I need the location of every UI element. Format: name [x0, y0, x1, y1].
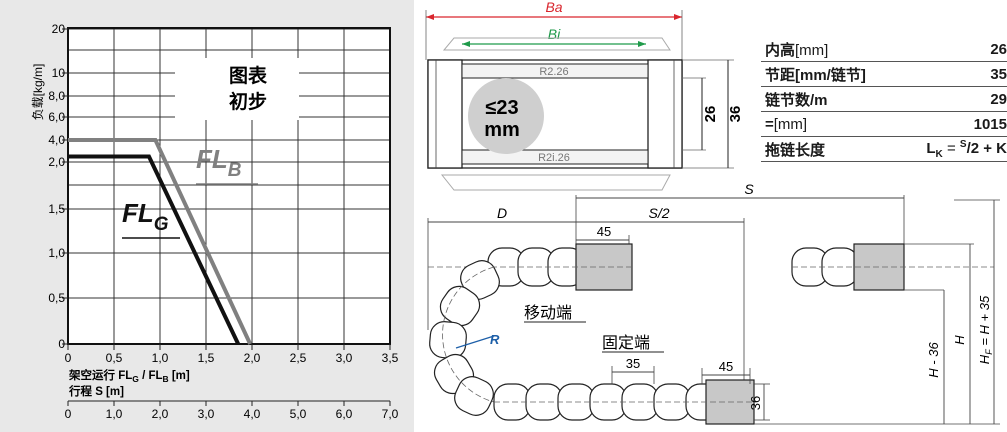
series-group: [68, 138, 252, 345]
x-tick-label: 0,5: [106, 351, 123, 365]
lower-chain-run: [493, 379, 755, 425]
cross-section-view: Ba Bi R2.26 R2i.26 ≤23 mm 26 36: [425, 0, 744, 191]
grid: [67, 27, 391, 345]
series-label-fl-g: FLG: [122, 198, 180, 239]
radius-line: [455, 335, 495, 349]
x2-tick-label: 0: [65, 407, 72, 421]
x-tick-label: 1,0: [152, 351, 169, 365]
x-axis-label-secondary: 行程 S [m]: [68, 384, 124, 398]
x2-tick-label: 2,0: [152, 407, 169, 421]
x2-tick-label: 7,0: [382, 407, 399, 421]
spec-table: 内高[mm] 26 节距[mm/链节] 35 链节数/m 29 =[mm] 10…: [761, 37, 1007, 162]
r-bottom-label: R2i.26: [538, 152, 570, 164]
series-line-fl-g: [68, 154, 241, 345]
plot-border: [67, 27, 391, 345]
chain-bend: [429, 260, 500, 416]
ba-label: Ba: [545, 0, 562, 15]
series-line-fl-b: [68, 138, 252, 345]
dim-36: 36: [748, 396, 763, 410]
title-box: [175, 58, 299, 120]
dim-s-half: S/2: [648, 205, 669, 221]
spec-row-k: =[mm] 1015: [761, 111, 1007, 137]
y-tick-label: 4,0: [48, 133, 65, 147]
chart-title-line-2: 初步: [229, 90, 267, 113]
x2-tick-label: 6,0: [336, 407, 353, 421]
spec-row-inner-height: 内高[mm] 26: [761, 37, 1007, 62]
x-tick-label: 2,0: [244, 351, 261, 365]
y-tick-label: 1,0: [48, 246, 65, 260]
spec-row-pitch: 节距[mm/链节] 35: [761, 61, 1007, 87]
chain-length-formula: LK = S/2 + K: [897, 136, 1007, 162]
chain-diagrams: Ba Bi R2.26 R2i.26 ≤23 mm 26 36: [425, 0, 1000, 425]
x-tick-label: 3,0: [336, 351, 353, 365]
x-axis-label-primary: 架空运行 FLG / FLB [m]: [68, 368, 190, 384]
x-tick-label: 1,5: [198, 351, 215, 365]
series-label-fl-b: FLB: [196, 144, 258, 185]
spec-row-chain-length: 拖链长度 LK = S/2 + K: [761, 136, 1007, 162]
arrow-icon: [674, 14, 682, 20]
x2-tick-label: 1,0: [106, 407, 123, 421]
y-axis-label: 负载[kg/m]: [31, 64, 45, 121]
dim-h: H: [952, 335, 967, 345]
svg-text:FLG: FLG: [122, 198, 169, 235]
load-chart: 0 0,5 1,0 1,5 2,0 4,0 6,0 8,0 10 20 0 0,5 1,0 1,5 2,0…: [31, 22, 399, 421]
arrow-icon: [638, 41, 646, 47]
radius-label: R: [490, 332, 500, 347]
spec-row-links-per-m: 链节数/m 29: [761, 86, 1007, 112]
y-tick-label: 0: [58, 337, 65, 351]
x-tick-label: 3,5: [382, 351, 399, 365]
fixed-end-label: 固定端: [602, 334, 650, 352]
upper-chain-run: [428, 243, 633, 291]
x-tick-label: 0: [65, 351, 72, 365]
chart-panel: 0 0,5 1,0 1,5 2,0 4,0 6,0 8,0 10 20 0 0,5 1,0 1,5 2,0…: [0, 0, 414, 432]
dim-35: 35: [626, 356, 640, 371]
y-tick-label: 6,0: [48, 110, 65, 124]
y-tick-label: 1,5: [48, 202, 65, 216]
x2-tick-label: 3,0: [198, 407, 215, 421]
y-ticks: 0 0,5 1,0 1,5 2,0 4,0 6,0 8,0 10 20: [48, 22, 68, 351]
x-tick-label: 2,5: [290, 351, 307, 365]
svg-text:FLB: FLB: [196, 144, 242, 181]
y-tick-label: 0,5: [48, 291, 65, 305]
moving-end-label: 移动端: [524, 304, 572, 322]
r-top-label: R2.26: [539, 66, 568, 78]
x2-tick-label: 5,0: [290, 407, 307, 421]
chart-title-line-1: 图表: [229, 64, 268, 87]
side-view: S D S/2 45: [427, 181, 1000, 425]
bi-label: Bi: [548, 26, 561, 42]
dim-45-bottom: 45: [719, 359, 733, 374]
cable-diameter-value: ≤23: [485, 97, 518, 119]
dim-outer-height: 36: [727, 106, 744, 123]
dim-d: D: [497, 205, 507, 221]
y-tick-label: 8,0: [48, 89, 65, 103]
y-tick-label: 10: [52, 66, 66, 80]
arrow-icon: [426, 14, 434, 20]
dim-hf: HF = H + 35: [977, 295, 994, 364]
x2-tick-label: 4,0: [244, 407, 261, 421]
cable-diameter-circle: [468, 78, 544, 154]
dim-45-top: 45: [597, 224, 611, 239]
right-chain-end: [791, 243, 994, 291]
y-tick-label: 2,0: [48, 155, 65, 169]
cable-diameter-unit: mm: [484, 119, 520, 141]
y-tick-label: 20: [52, 22, 66, 36]
dim-s: S: [744, 181, 754, 197]
arrow-icon: [462, 41, 470, 47]
x-ticks: 0 0,5 1,0 1,5 2,0 2,5 3,0 3,5 0 1,0 2,0 3,0 4,0 5,0 6,…: [65, 344, 399, 421]
dim-inner-height: 26: [702, 106, 719, 123]
dim-h-minus-36: H - 36: [926, 342, 941, 378]
